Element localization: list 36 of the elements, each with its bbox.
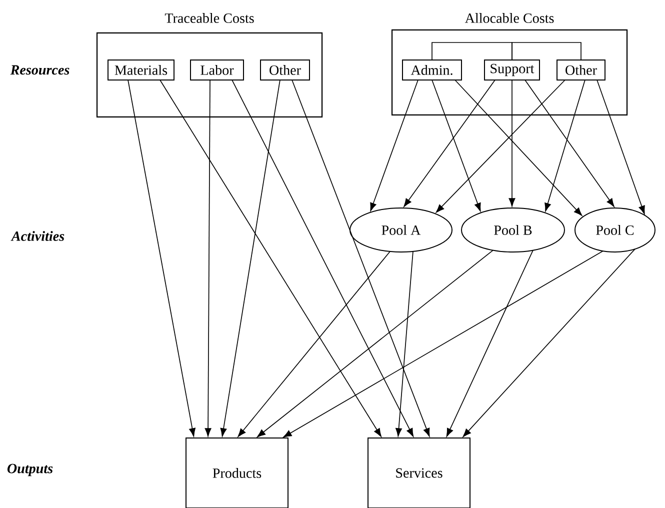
row-label: Activities [10, 231, 64, 241]
arrow [232, 80, 414, 437]
arrow [596, 80, 645, 214]
arrow [404, 80, 496, 207]
arrow [544, 80, 586, 212]
arrow [160, 80, 382, 437]
process-box: Support [484, 60, 540, 80]
row-label: Outputs [7, 464, 53, 476]
arrow [454, 80, 582, 216]
process-box: Materials [108, 60, 174, 80]
arrow [283, 250, 604, 438]
arrow [238, 251, 390, 437]
process-box: Services [368, 438, 470, 508]
process-box: Other [556, 60, 606, 80]
arrow [292, 80, 430, 437]
arrow [524, 80, 614, 207]
row-label: Resources [10, 65, 70, 75]
process-box: Other [260, 60, 310, 80]
arrow [508, 80, 516, 207]
node-label: Allocable Costs [464, 13, 554, 23]
process-box: Products [186, 438, 288, 508]
arrow [220, 80, 280, 437]
arrow [204, 80, 212, 437]
connector-line [432, 42, 512, 60]
arrow [257, 250, 494, 438]
arrow [370, 80, 418, 212]
connector-line [512, 42, 582, 60]
arrow [128, 80, 196, 437]
arrow [432, 80, 481, 212]
process-box: Admin. [402, 60, 462, 80]
arrow [436, 80, 566, 213]
process-box: Labor [190, 60, 244, 80]
node-label: Traceable Costs [164, 13, 254, 23]
arrow [396, 250, 414, 437]
arrow [446, 250, 534, 437]
arrow [462, 248, 636, 438]
